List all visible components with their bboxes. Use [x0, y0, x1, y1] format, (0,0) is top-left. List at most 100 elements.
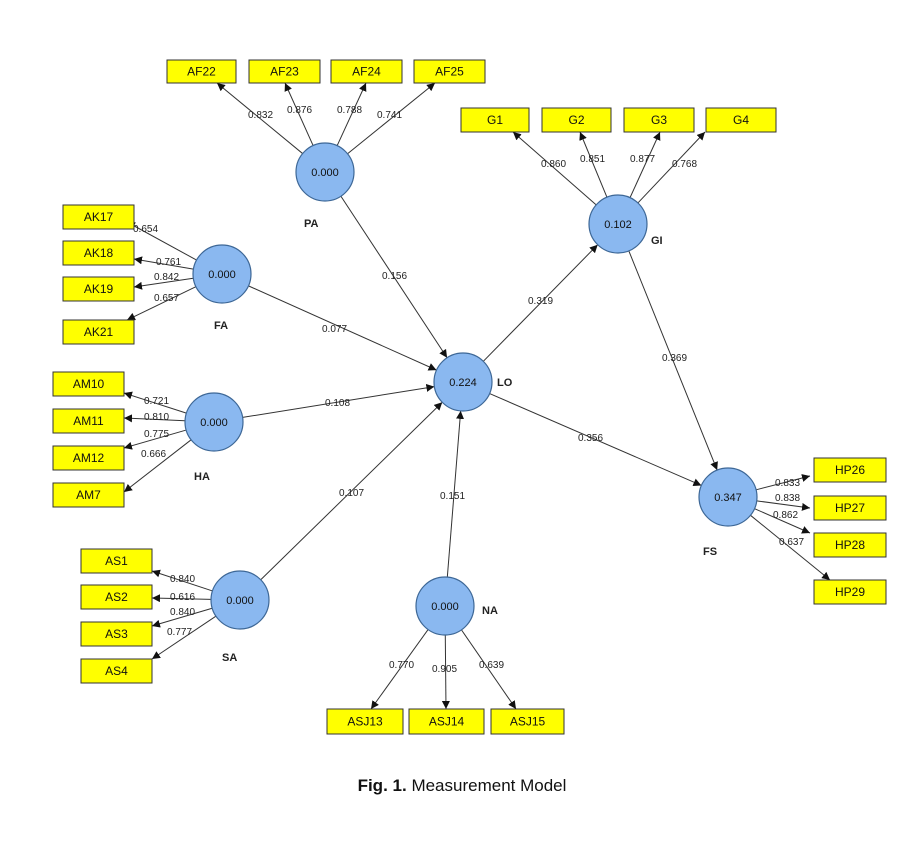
loading-arrow-as4	[151, 615, 217, 660]
indicator-box-g4	[705, 107, 777, 133]
loading-arrow-af24	[336, 82, 367, 146]
indicator-box-am12	[52, 445, 125, 471]
loading-arrow-af22	[216, 82, 303, 154]
indicator-label-am11: AM11	[73, 414, 104, 428]
loading-arrow-as3	[151, 607, 213, 628]
latent-name-fs: FS	[703, 546, 717, 558]
path-coefficient-pa-lo: 0.156	[382, 271, 407, 282]
path-arrow-na-lo	[446, 410, 465, 578]
indicator-box-asj13	[326, 708, 404, 735]
caption-text: Measurement Model	[411, 776, 567, 795]
latent-circle-pa	[295, 142, 355, 202]
loading-label-g3: 0.877	[630, 154, 655, 165]
indicator-label-af22: AF22	[187, 65, 216, 79]
loading-label-asj14: 0.905	[432, 664, 457, 675]
loading-arrow-g3	[629, 131, 661, 198]
loading-arrow-ak18	[133, 256, 194, 270]
loading-label-as1: 0.840	[170, 574, 195, 585]
indicator-box-hp27	[813, 495, 887, 521]
loading-arrow-ak17	[126, 221, 197, 261]
loading-arrow-ak19	[133, 277, 194, 290]
indicator-box-af24	[330, 59, 403, 84]
path-arrow-lo-gi	[482, 244, 599, 362]
indicator-box-ak21	[62, 319, 135, 345]
loading-arrow-am10	[123, 391, 187, 414]
latent-circle-fs	[698, 467, 758, 527]
loading-arrow-am12	[123, 429, 187, 450]
path-coefficient-na-lo: 0.151	[440, 491, 465, 502]
indicator-box-ak19	[62, 276, 135, 302]
indicator-box-as3	[80, 621, 153, 647]
loading-label-g2: 0.851	[580, 154, 605, 165]
latent-value-ha: 0.000	[200, 417, 228, 429]
indicator-label-g4: G4	[733, 113, 749, 127]
indicator-box-af23	[248, 59, 321, 84]
latent-name-lo: LO	[497, 377, 513, 389]
loading-label-hp28: 0.862	[773, 510, 798, 521]
loading-arrow-asj14	[441, 634, 450, 710]
indicator-box-g2	[541, 107, 612, 133]
loading-arrow-hp29	[750, 514, 831, 581]
indicator-box-as1	[80, 548, 153, 574]
indicator-box-hp29	[813, 579, 887, 605]
loading-label-af23: 0.876	[287, 105, 312, 116]
loading-arrow-ak21	[126, 286, 197, 321]
latent-circle-ha	[184, 392, 244, 452]
loading-arrow-hp28	[754, 508, 811, 534]
path-coefficient-fa-lo: 0.077	[322, 324, 347, 335]
loading-label-am12: 0.775	[144, 429, 169, 440]
loading-label-af24: 0.788	[337, 105, 362, 116]
latent-name-sa: SA	[222, 652, 237, 664]
path-coefficient-lo-fs: 0.356	[578, 433, 603, 444]
latent-value-fs: 0.347	[714, 492, 742, 504]
loading-label-ak19: 0.842	[154, 272, 179, 283]
indicator-label-as2: AS2	[105, 590, 128, 604]
latent-value-gi: 0.102	[604, 219, 632, 231]
indicator-box-hp28	[813, 532, 887, 558]
indicator-box-hp26	[813, 457, 887, 483]
indicator-box-as4	[80, 658, 153, 684]
loading-label-g4: 0.768	[672, 159, 697, 170]
indicator-box-ak17	[62, 204, 135, 230]
loading-label-ak21: 0.657	[154, 293, 179, 304]
latent-name-fa: FA	[214, 320, 228, 332]
indicator-label-as1: AS1	[105, 554, 128, 568]
path-coefficient-gi-fs: 0.369	[662, 353, 687, 364]
latent-value-fa: 0.000	[208, 269, 236, 281]
latent-value-sa: 0.000	[226, 595, 254, 607]
path-coefficient-lo-gi: 0.319	[528, 296, 553, 307]
indicator-label-ak17: AK17	[84, 210, 114, 224]
indicator-box-am11	[52, 408, 125, 434]
loading-label-g1: 0.860	[541, 159, 566, 170]
indicator-label-g1: G1	[487, 113, 503, 127]
indicator-label-hp26: HP26	[835, 463, 865, 477]
latent-circle-sa	[210, 570, 270, 630]
figure-caption: Fig. 1. Measurement Model	[0, 776, 924, 796]
indicator-box-af22	[166, 59, 237, 84]
loading-arrow-am11	[123, 414, 186, 423]
indicator-label-af23: AF23	[270, 65, 299, 79]
indicator-label-asj13: ASJ13	[347, 715, 383, 729]
loading-label-asj13: 0.770	[389, 660, 414, 671]
path-arrow-lo-fs	[489, 393, 702, 486]
latent-name-ha: HA	[194, 471, 210, 483]
edges-layer	[123, 82, 831, 710]
indicator-box-asj15	[490, 708, 565, 735]
path-arrow-fa-lo	[248, 285, 437, 371]
indicator-box-asj14	[408, 708, 485, 735]
loading-label-as3: 0.840	[170, 607, 195, 618]
loading-label-ak18: 0.761	[156, 257, 181, 268]
latent-circle-gi	[588, 194, 648, 254]
indicator-box-g3	[623, 107, 695, 133]
loading-label-hp26: 0.833	[775, 478, 800, 489]
path-arrow-ha-lo	[242, 383, 435, 418]
indicator-label-g3: G3	[651, 113, 667, 127]
loading-arrow-af25	[347, 82, 436, 155]
path-arrow-pa-lo	[340, 195, 448, 359]
loading-label-hp27: 0.838	[775, 493, 800, 504]
latent-value-pa: 0.000	[311, 167, 339, 179]
indicator-label-ak19: AK19	[84, 282, 114, 296]
